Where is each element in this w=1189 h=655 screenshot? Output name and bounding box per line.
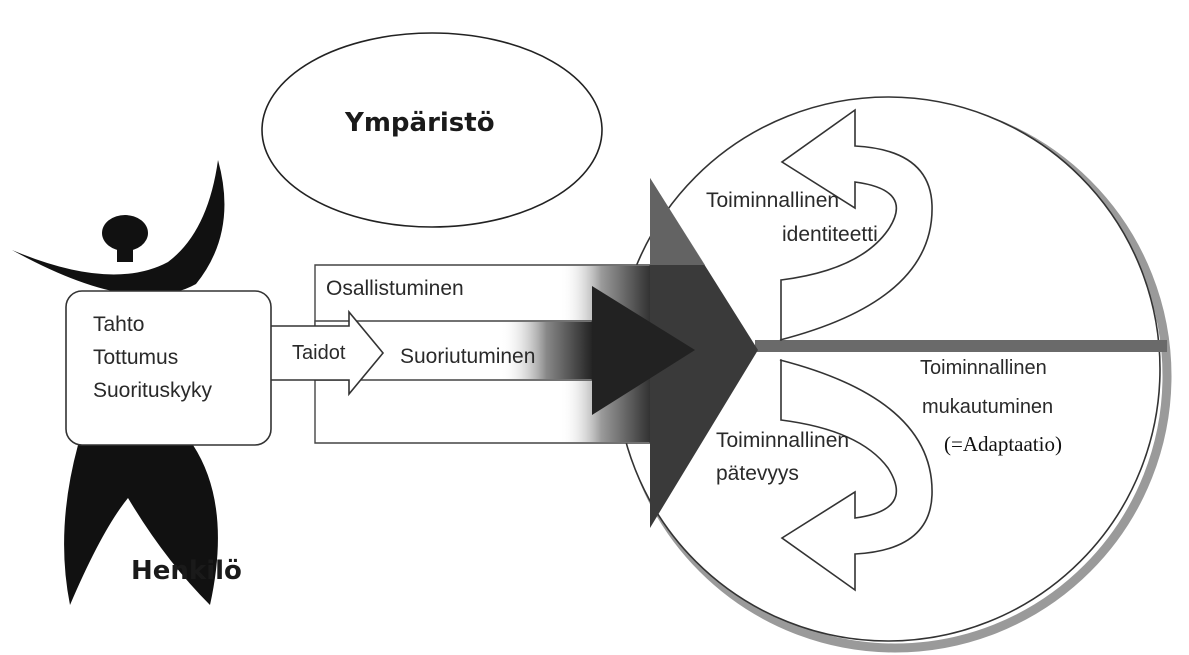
skills-label: Taidot [292,342,346,364]
person-head [102,215,148,251]
person-legs [64,445,218,605]
identity-curved-arrow [779,108,933,341]
competence-label-line-1: Toiminnallinen [716,429,850,452]
environment-ellipse [261,32,603,228]
person-figure [12,160,225,605]
participation-arrowhead [650,178,758,528]
performance-arrowhead [592,286,695,415]
person-box [65,290,272,446]
skills-arrow [269,309,385,397]
person-box-line-3: Suorituskyky [93,379,213,402]
identity-label-line-2: identiteetti [782,223,878,246]
identity-label-line-1: Toiminnallinen [706,189,840,212]
performance-arrow-shade [500,322,593,379]
environment-label: Ympäristö [345,108,495,138]
competence-curved-arrow [779,359,933,592]
person-neck [117,248,133,262]
adaptation-label-line-1: Toiminnallinen [920,357,1047,379]
participation-label: Osallistuminen [326,277,464,300]
person-label: Henkilö [131,556,242,586]
adaptation-label-line-2: mukautuminen [922,396,1054,418]
performance-label: Suoriutuminen [400,345,536,368]
person-box-line-1: Tahto [93,313,145,336]
competence-label-line-2: pätevyys [716,462,799,485]
person-box-line-2: Tottumus [93,346,179,369]
participation-arrowhead-highlight [650,178,705,265]
person-arms [12,160,225,296]
adaptation-note: (=Adaptaatio) [944,432,1062,456]
divider-bar [755,340,1167,352]
